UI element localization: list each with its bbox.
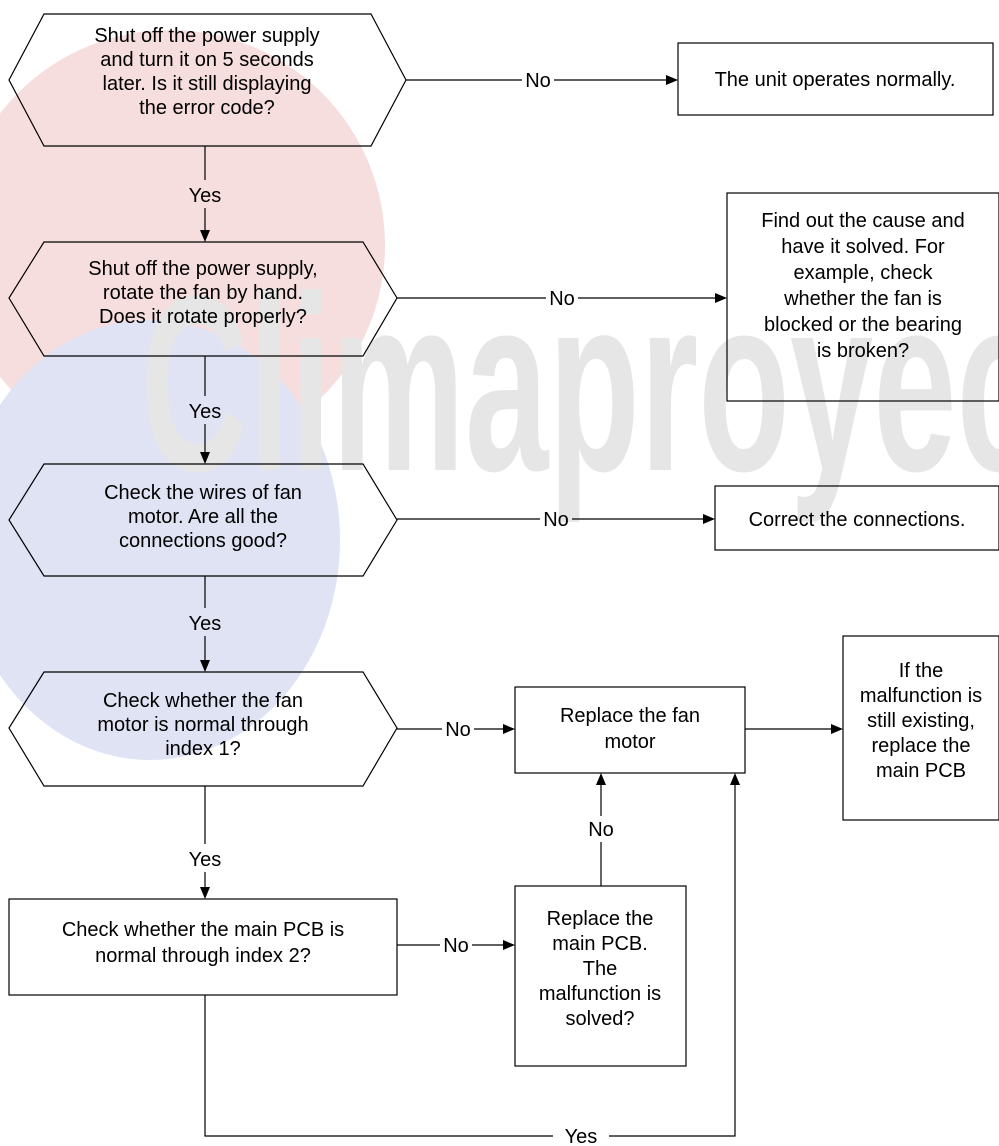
node-line: whether the fan is bbox=[783, 288, 942, 310]
arrowhead-q1-r1 bbox=[666, 75, 678, 85]
node-line: Replace the bbox=[547, 908, 654, 930]
arrowhead-q3-r3 bbox=[703, 514, 715, 524]
node-line: have it solved. For bbox=[781, 236, 945, 258]
node-line: Does it rotate properly? bbox=[99, 306, 307, 328]
label-q4-q5: Yes bbox=[189, 849, 222, 871]
edge-q5-r4 bbox=[204, 995, 553, 1137]
process-q5 bbox=[8, 898, 398, 996]
node-line: normal through index 2? bbox=[95, 945, 311, 967]
node-line: is broken? bbox=[817, 340, 909, 362]
text-r1: The unit operates normally. bbox=[715, 69, 956, 91]
label-q1-r1: No bbox=[525, 70, 551, 92]
node-line: malfunction is bbox=[539, 983, 661, 1005]
decision-q2 bbox=[8, 241, 398, 357]
node-line: motor. Are all the bbox=[128, 506, 278, 528]
node-line: and turn it on 5 seconds bbox=[100, 49, 313, 71]
node-line: still existing, bbox=[867, 710, 975, 732]
label-r6-r4: No bbox=[588, 819, 614, 841]
arrowhead-q2-r2 bbox=[715, 293, 727, 303]
node-line: index 1? bbox=[165, 738, 241, 760]
node-line: main PCB bbox=[876, 760, 966, 782]
label-q4-r4: No bbox=[445, 719, 471, 741]
label-q3-q4: Yes bbox=[189, 613, 222, 635]
text-r4: Replace the fan motor bbox=[560, 705, 700, 753]
node-line: solved? bbox=[566, 1008, 635, 1030]
text-q5: Check whether the main PCB is normal thro… bbox=[62, 919, 344, 967]
label-q2-q3: Yes bbox=[189, 401, 222, 423]
node-line: Replace the fan bbox=[560, 705, 700, 727]
label-q1-q2: Yes bbox=[189, 185, 222, 207]
node-line: motor bbox=[604, 731, 655, 753]
watermark-text: Climaproyec bbox=[140, 244, 999, 523]
node-line: Correct the connections. bbox=[749, 509, 966, 531]
node-line: If the bbox=[899, 660, 943, 682]
arrowhead-q5-r4 bbox=[730, 773, 740, 785]
node-line: Check whether the main PCB is bbox=[62, 919, 344, 941]
node-line: the error code? bbox=[139, 97, 275, 119]
node-line: rotate the fan by hand. bbox=[103, 282, 303, 304]
text-r5: If the malfunction is still existing, repla… bbox=[860, 660, 982, 782]
node-line: Check the wires of fan bbox=[104, 482, 302, 504]
result-r4 bbox=[514, 686, 746, 774]
result-r3 bbox=[714, 485, 999, 551]
decision-q4 bbox=[8, 671, 398, 787]
node-line: Check whether the fan bbox=[103, 690, 303, 712]
node-line: Find out the cause and bbox=[761, 210, 964, 232]
label-q3-r3: No bbox=[543, 509, 569, 531]
text-q2: Shut off the power supply,rotate the fan… bbox=[88, 258, 317, 328]
decision-q3 bbox=[8, 463, 398, 577]
node-line: The unit operates normally. bbox=[715, 69, 956, 91]
text-r2: Find out the cause and have it solved. Fo… bbox=[761, 210, 964, 362]
node-line: Shut off the power supply, bbox=[88, 258, 317, 280]
label-q5-r6: No bbox=[443, 935, 469, 957]
result-r2 bbox=[726, 192, 999, 402]
node-line: connections good? bbox=[119, 530, 287, 552]
arrowhead-q4-r4 bbox=[503, 724, 515, 734]
node-line: The bbox=[583, 958, 617, 980]
arrowhead-q4-q5 bbox=[200, 887, 210, 899]
arrowhead-q5-r6 bbox=[503, 940, 515, 950]
label-q5-r4: Yes bbox=[565, 1126, 598, 1146]
watermark: Climaproyec bbox=[0, 30, 999, 760]
text-r6: Replace the main PCB. The malfunction is sol… bbox=[539, 908, 661, 1030]
node-line: replace the bbox=[872, 735, 971, 757]
edge-labels: No Yes No Yes No Yes No Yes No No Yes bbox=[189, 70, 614, 1146]
decision-q1 bbox=[8, 13, 407, 147]
node-line: main PCB. bbox=[552, 933, 648, 955]
shapes bbox=[8, 13, 999, 1067]
node-line: motor is normal through bbox=[97, 714, 308, 736]
result-r5 bbox=[842, 635, 999, 821]
arrowhead-q3-q4 bbox=[200, 660, 210, 672]
node-line: later. Is it still displaying bbox=[103, 73, 312, 95]
connectors bbox=[200, 75, 843, 1137]
node-line: malfunction is bbox=[860, 685, 982, 707]
arrowhead-q1-q2 bbox=[200, 230, 210, 242]
watermark-blue-blob bbox=[0, 320, 340, 760]
arrowhead-q2-q3 bbox=[200, 452, 210, 464]
edge-q5-r4-tail bbox=[609, 783, 736, 1137]
result-r1 bbox=[677, 42, 994, 116]
text-r3: Correct the connections. bbox=[749, 509, 966, 531]
arrowhead-r6-r4 bbox=[596, 773, 606, 785]
label-q2-r2: No bbox=[549, 288, 575, 310]
node-line: Shut off the power supply bbox=[94, 25, 319, 47]
node-line: blocked or the bearing bbox=[764, 314, 962, 336]
arrowhead-r4-r5 bbox=[831, 724, 843, 734]
node-line: example, check bbox=[794, 262, 934, 284]
